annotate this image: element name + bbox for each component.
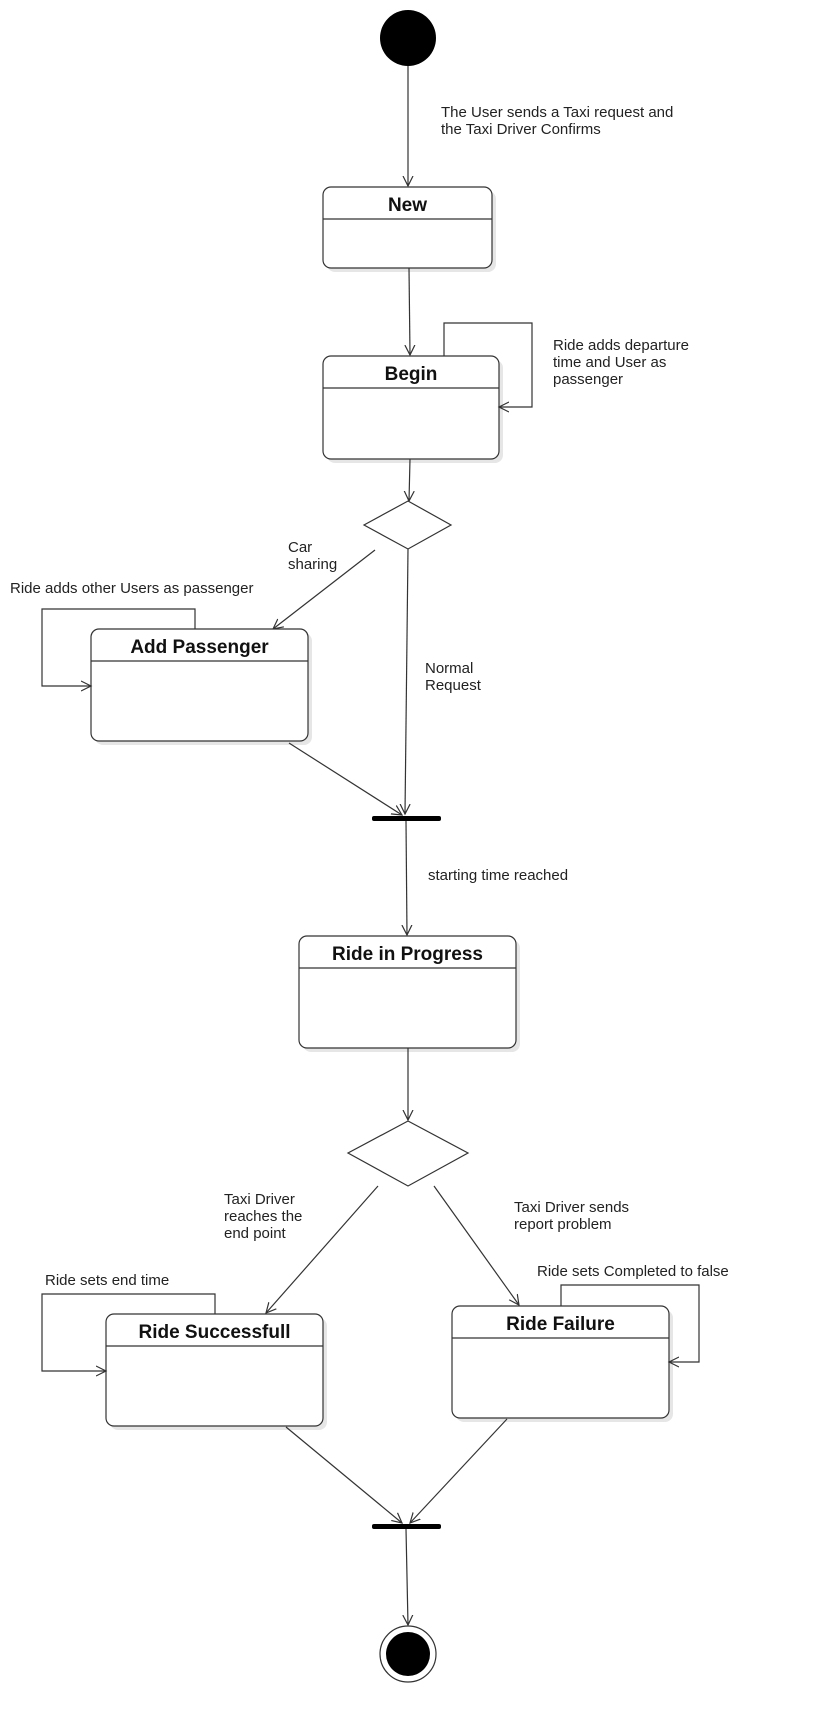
transition-normal-request bbox=[405, 548, 408, 814]
transition-success-to-join bbox=[285, 1426, 402, 1523]
transition-add-passenger-self bbox=[41, 608, 196, 686]
transition-failure-to-join bbox=[410, 1418, 508, 1523]
decision-node-request-type bbox=[362, 500, 453, 550]
state-ride-successful: Ride Successfull bbox=[105, 1313, 327, 1430]
label-initial-transition: The User sends a Taxi request and the Ta… bbox=[441, 104, 678, 138]
state-new: New bbox=[322, 186, 496, 272]
label-failure-self: Ride sets Completed to false bbox=[537, 1263, 729, 1280]
state-ride-successful-title: Ride Successfull bbox=[138, 1322, 290, 1343]
initial-node bbox=[380, 10, 436, 66]
state-add-passenger: Add Passenger bbox=[90, 628, 312, 745]
state-ride-in-progress: Ride in Progress bbox=[298, 935, 520, 1052]
label-success-self: Ride sets end time bbox=[45, 1272, 169, 1289]
label-report-problem: Taxi Driver sends report problem bbox=[514, 1199, 633, 1233]
label-begin-self: Ride adds departure time and User as pas… bbox=[553, 337, 693, 388]
transition-reaches-end bbox=[266, 1185, 379, 1313]
transition-car-sharing bbox=[273, 549, 376, 629]
label-normal-request: Normal Request bbox=[425, 660, 482, 694]
label-add-passenger-self: Ride adds other Users as passenger bbox=[10, 580, 253, 597]
state-add-passenger-title: Add Passenger bbox=[130, 637, 269, 658]
transition-begin-self bbox=[443, 322, 533, 407]
transition-report-problem bbox=[433, 1185, 519, 1305]
transition-new-to-begin bbox=[409, 267, 410, 355]
join-bar-end bbox=[372, 1524, 441, 1529]
label-reaches-end: Taxi Driver reaches the end point bbox=[224, 1191, 307, 1242]
transition-add-passenger-to-join bbox=[288, 742, 402, 815]
transition-failure-self bbox=[560, 1284, 700, 1362]
state-begin: Begin bbox=[322, 355, 503, 463]
final-node bbox=[379, 1625, 437, 1683]
label-car-sharing: Car sharing bbox=[288, 539, 337, 573]
join-bar-start bbox=[372, 816, 441, 821]
transition-begin-to-decision bbox=[409, 458, 410, 501]
state-ride-failure-title: Ride Failure bbox=[506, 1314, 615, 1335]
state-new-title: New bbox=[388, 195, 427, 216]
decision-node-ride-outcome bbox=[346, 1120, 470, 1187]
state-ride-failure: Ride Failure bbox=[451, 1305, 673, 1422]
transition-success-self bbox=[41, 1293, 216, 1371]
state-begin-title: Begin bbox=[385, 364, 438, 385]
transition-to-final bbox=[406, 1528, 408, 1625]
transition-starting-time bbox=[406, 820, 407, 935]
state-ride-in-progress-title: Ride in Progress bbox=[332, 944, 483, 965]
label-starting-time: starting time reached bbox=[428, 867, 568, 884]
